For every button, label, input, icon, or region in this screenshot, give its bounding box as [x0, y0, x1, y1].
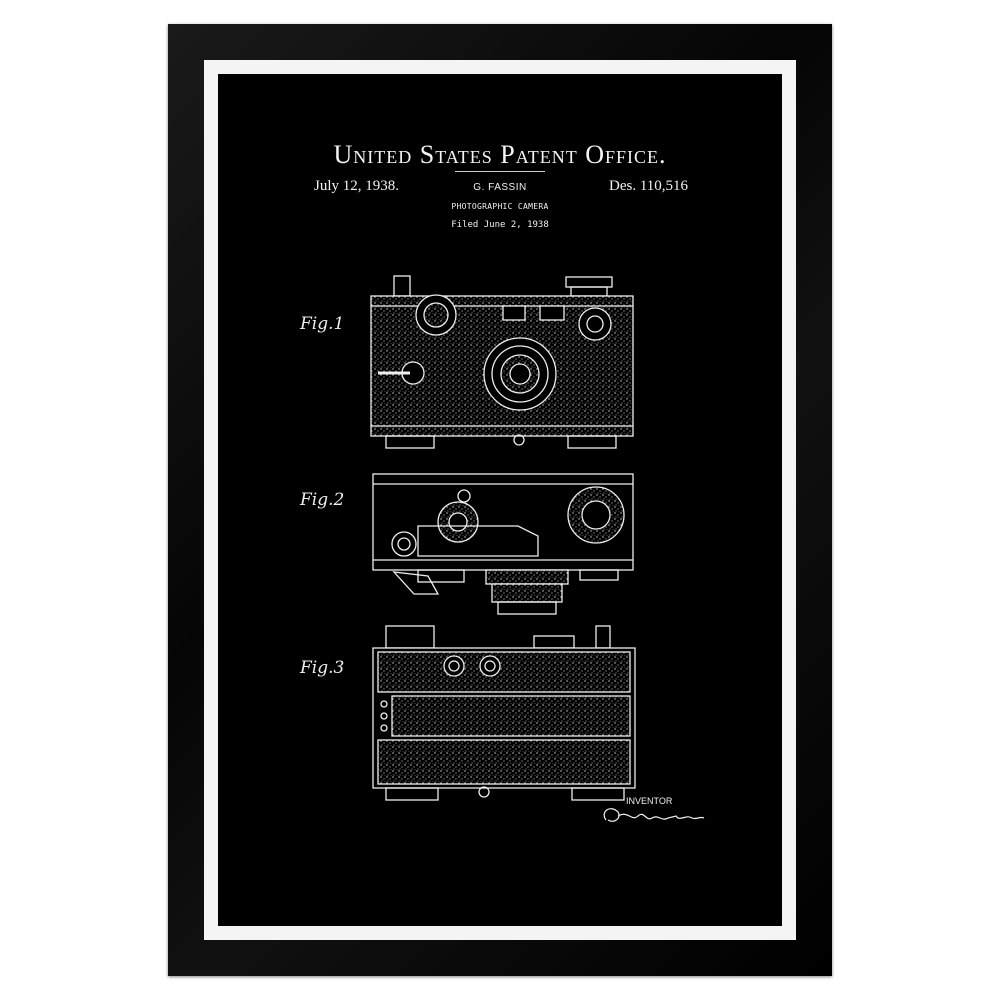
fig2-lens-barrel [485, 569, 569, 585]
patent-office-title: United States Patent Office. [333, 140, 667, 169]
fig3-knob-right [595, 625, 611, 649]
title-underline [455, 171, 545, 172]
fig1-knob-right [565, 276, 613, 288]
inventor-label: INVENTOR [626, 796, 673, 806]
fig2-label: Fig.2 [300, 490, 345, 510]
fig2-plate [417, 525, 539, 557]
fig2-lever [392, 571, 440, 595]
filed-date: Filed June 2, 1938 [451, 220, 549, 230]
fig3-panel-top [377, 651, 631, 693]
patent-subject: PHOTOGRAPHIC CAMERA [451, 202, 549, 211]
fig3-rear-view [372, 625, 636, 801]
fig3-eyepiece-2 [479, 655, 501, 677]
fig1-knob-left [393, 275, 411, 297]
fig1-dial [578, 307, 612, 341]
fig1-viewfinder-1 [502, 305, 526, 321]
fig2-wind [391, 531, 417, 557]
inventor-signature [603, 808, 705, 822]
patent-print: United States Patent Office. July 12, 19… [218, 74, 782, 926]
fig1-foot-left [385, 435, 435, 449]
patent-date: July 12, 1938. [314, 178, 400, 194]
fig3-knob-left [385, 625, 435, 649]
fig3-foot-right [571, 787, 625, 801]
fig1-front-view [370, 275, 634, 449]
inventor-name: G. FASSIN [473, 182, 527, 193]
fig3-panel-middle [391, 695, 631, 737]
camera-drawings [370, 275, 636, 801]
fig3-foot-left [385, 787, 439, 801]
fig3-eyepiece-1 [443, 655, 465, 677]
patent-number: Des. 110,516 [609, 178, 689, 194]
fig3-label: Fig.3 [300, 658, 345, 678]
fig1-foot-right [567, 435, 617, 449]
fig2-top-view [372, 473, 634, 615]
fig3-panel-bottom [377, 739, 631, 785]
fig1-label: Fig.1 [300, 314, 345, 334]
fig1-viewfinder-2 [539, 305, 565, 321]
